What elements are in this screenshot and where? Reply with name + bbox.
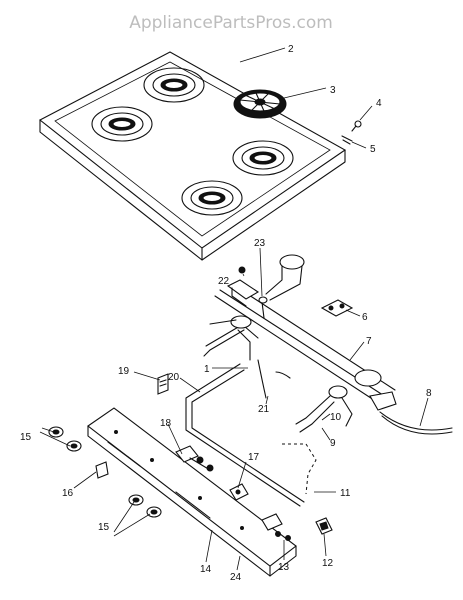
- callout-15a: 15: [20, 432, 32, 443]
- valve-bracket: [157, 373, 169, 395]
- gas-valve-left: [175, 445, 214, 472]
- callout-16: 16: [62, 488, 74, 499]
- callout-13: 13: [278, 562, 290, 573]
- callout-21: 21: [258, 404, 270, 415]
- burner-left: [91, 106, 153, 142]
- callout-23: 23: [254, 238, 266, 249]
- callout-20: 20: [168, 372, 180, 383]
- callout-22: 22: [218, 276, 230, 287]
- burner-grates: [91, 67, 294, 216]
- callout-24: 24: [230, 572, 242, 583]
- callout-4: 4: [376, 98, 382, 109]
- knob-insert: [95, 461, 109, 479]
- callout-12: 12: [322, 558, 334, 569]
- watermark-text: AppliancePartsPros.com: [129, 13, 333, 33]
- callout-9: 9: [330, 438, 336, 449]
- callout-numbers: 2 3 4 5 23 22 6 7 1 19 20 21 8 18 10 9 1…: [20, 44, 432, 583]
- igniter-wire: [257, 359, 291, 399]
- callout-18: 18: [160, 418, 172, 429]
- burner-top-left: [143, 67, 205, 103]
- bracket-clip: [315, 517, 333, 535]
- valve-right-end: [261, 513, 291, 541]
- hex-nut: [238, 266, 246, 274]
- screw: [351, 120, 362, 132]
- control-panel: [87, 407, 297, 577]
- callout-8: 8: [426, 388, 432, 399]
- orifice-hood: [258, 296, 268, 319]
- callout-14: 14: [200, 564, 212, 575]
- callout-2: 2: [288, 44, 294, 55]
- callout-6: 6: [362, 312, 368, 323]
- callout-3: 3: [330, 85, 336, 96]
- spark-module: [320, 299, 354, 317]
- callout-17: 17: [248, 452, 260, 463]
- callout-7: 7: [366, 336, 372, 347]
- manifold-pipe: [185, 363, 305, 507]
- gas-valve-right: [229, 483, 249, 501]
- callout-10: 10: [330, 412, 342, 423]
- callout-11: 11: [340, 488, 351, 499]
- callout-1: 1: [204, 364, 210, 375]
- burner-head: [233, 89, 287, 119]
- cooktop-panel: [38, 51, 347, 261]
- leader-lines: [39, 47, 429, 571]
- clip: [341, 135, 353, 145]
- dashed-leader: [282, 443, 317, 495]
- burner-right: [232, 140, 294, 176]
- callout-15b: 15: [98, 522, 110, 533]
- callout-19: 19: [118, 366, 130, 377]
- manifold-frame: [203, 254, 453, 435]
- burner-front: [181, 180, 243, 216]
- callout-5: 5: [370, 144, 376, 155]
